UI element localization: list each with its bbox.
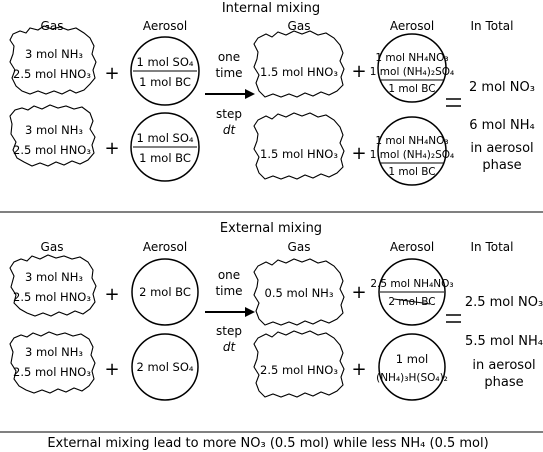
plus-sign: + — [104, 138, 119, 159]
arrow-label: dt — [223, 340, 237, 354]
aerosol-species: 2 mol SO₄ — [136, 360, 193, 374]
aerosol-species: (NH₄)₃H(SO₄)₂ — [376, 372, 448, 384]
gas-species: 3 mol NH₃ — [25, 47, 83, 61]
arrow-label: step — [216, 324, 242, 338]
header-gas: Gas — [288, 19, 311, 33]
gas-cloud-external-before-1 — [9, 254, 97, 317]
aerosol-particle-external-after-1 — [378, 258, 446, 326]
gas-cloud-internal-before-1 — [9, 25, 97, 95]
header-total: In Total — [471, 19, 514, 33]
gas-species: 1.5 mol HNO₃ — [260, 147, 338, 161]
section-title-external: External mixing — [220, 221, 322, 236]
gas-species: 2.5 mol HNO₃ — [260, 363, 338, 377]
aerosol-particle-internal-after-1 — [377, 33, 447, 103]
conclusion-text: External mixing lead to more NO₃ (0.5 mo… — [47, 436, 488, 451]
header-aerosol: Aerosol — [143, 19, 187, 33]
aerosol-species: 1 mol SO₄ — [136, 131, 193, 145]
total-nh4: 6 mol NH₄ — [469, 118, 534, 133]
gas-species: 0.5 mol NH₃ — [265, 286, 334, 300]
gas-species: 3 mol NH₃ — [25, 123, 83, 137]
aerosol-species: 1 mol BC — [139, 151, 191, 165]
arrow-label: one — [218, 268, 240, 282]
plus-sign: + — [104, 63, 119, 84]
gas-cloud-external-after-1 — [253, 258, 345, 326]
aerosol-species: 1 mol (NH₄)₂SO₄ — [370, 66, 454, 78]
header-total: In Total — [471, 240, 514, 254]
gas-cloud-internal-after-1 — [253, 30, 345, 98]
gas-cloud-external-after-2 — [253, 330, 345, 398]
gas-species: 1.5 mol HNO₃ — [260, 65, 338, 79]
arrow-label: one — [218, 50, 240, 64]
gas-species: 2.5 mol HNO₃ — [13, 365, 91, 379]
gas-species: 2.5 mol HNO₃ — [13, 290, 91, 304]
header-aerosol: Aerosol — [143, 240, 187, 254]
header-aerosol: Aerosol — [390, 240, 434, 254]
aerosol-species: 1 mol BC — [388, 83, 435, 95]
aerosol-particle-external-after-2 — [378, 333, 446, 401]
header-gas: Gas — [288, 240, 311, 254]
gas-species: 2.5 mol HNO₃ — [13, 67, 91, 81]
total-nh4: 5.5 mol NH₄ — [465, 334, 543, 349]
phase-label: phase — [482, 158, 521, 173]
aerosol-particle-external-before-1 — [131, 258, 199, 326]
aerosol-particle-internal-before-2 — [130, 112, 200, 182]
section-title-internal: Internal mixing — [222, 1, 320, 16]
arrow-label: step — [216, 107, 242, 121]
phase-label: in aerosol — [472, 358, 535, 373]
plus-sign: + — [104, 284, 119, 305]
gas-cloud-external-before-2 — [9, 331, 96, 394]
phase-label: phase — [484, 375, 523, 390]
gas-cloud-internal-before-2 — [9, 104, 96, 167]
arrow-label: time — [215, 66, 242, 80]
total-no3: 2.5 mol NO₃ — [465, 295, 543, 310]
aerosol-particle-internal-after-2 — [377, 116, 447, 186]
header-gas: Gas — [41, 240, 64, 254]
header-gas: Gas — [41, 19, 64, 33]
aerosol-species: 1 mol — [396, 352, 428, 366]
strike-through — [393, 298, 431, 305]
aerosol-species: 1 mol NH₄NO₃ — [375, 135, 448, 147]
aerosol-particle-external-before-2 — [131, 333, 199, 401]
plus-sign: + — [351, 359, 366, 380]
aerosol-species: 2 mol BC — [139, 285, 191, 299]
aerosol-species: 1 mol BC — [139, 75, 191, 89]
aerosol-species: 1 mol SO₄ — [136, 55, 193, 69]
aerosol-species: 2.5 mol NH₄NO₃ — [370, 278, 453, 290]
gas-species: 3 mol NH₃ — [25, 345, 83, 359]
aerosol-species: 2 mol BC — [388, 296, 435, 308]
gas-species: 2.5 mol HNO₃ — [13, 143, 91, 157]
aerosol-species: 1 mol (NH₄)₂SO₄ — [370, 149, 454, 161]
aerosol-species: 1 mol NH₄NO₃ — [375, 52, 448, 64]
gas-cloud-internal-after-2 — [253, 112, 345, 180]
total-no3: 2 mol NO₃ — [469, 80, 535, 95]
arrow-label: dt — [223, 123, 237, 137]
header-aerosol: Aerosol — [390, 19, 434, 33]
gas-species: 3 mol NH₃ — [25, 270, 83, 284]
arrow-label: time — [215, 284, 242, 298]
aerosol-species: 1 mol BC — [388, 166, 435, 178]
plus-sign: + — [351, 143, 366, 164]
phase-label: in aerosol — [470, 141, 533, 156]
plus-sign: + — [351, 282, 366, 303]
plus-sign: + — [351, 61, 366, 82]
aerosol-particle-internal-before-1 — [130, 36, 200, 106]
plus-sign: + — [104, 359, 119, 380]
